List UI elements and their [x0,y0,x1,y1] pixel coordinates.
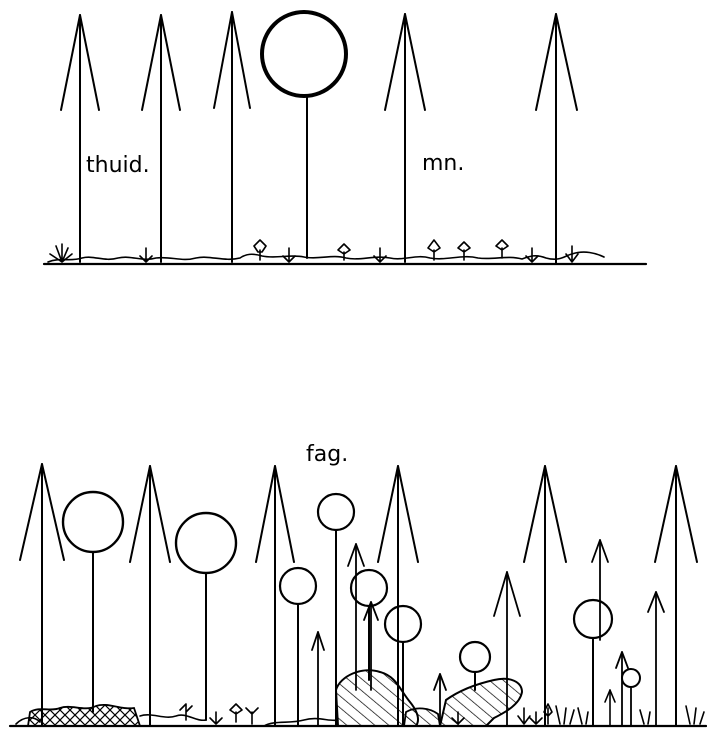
bottom-profile: fag. [10,442,706,726]
broadleaf-tree-circle [622,669,640,726]
broadleaf-tree-circle [280,568,316,726]
ground-plants [50,240,578,262]
top-profile: thuid. mn. [44,12,646,264]
label-fag: fag. [306,442,348,467]
sapling-arrow [605,690,615,726]
tree-arrow [524,466,566,726]
tree-arrow [61,15,99,262]
sapling-arrow [348,544,364,690]
hatched-shrub-patch [404,708,440,726]
tree-arrow [536,14,577,264]
sapling-arrow [592,540,608,640]
tree-arrow [385,14,425,262]
tree-arrow [256,466,294,726]
crosshatch-moss-patch [28,705,140,726]
sapling-arrow [648,592,664,726]
label-mn: mn. [422,151,464,176]
tree-arrow [20,464,64,726]
label-thuid: thuid. [86,153,150,178]
top-moss-layer [48,252,604,262]
broadleaf-tree-circle [63,492,123,712]
broadleaf-tree-circle [574,600,612,726]
broadleaf-tree-circle [262,12,346,258]
tree-arrow [655,466,697,726]
broadleaf-tree-circle [176,513,236,720]
tree-arrow [142,15,180,262]
tree-arrow [130,466,170,726]
tree-arrow [214,12,250,262]
sapling-arrow [616,652,628,726]
sapling-arrow [312,632,324,726]
